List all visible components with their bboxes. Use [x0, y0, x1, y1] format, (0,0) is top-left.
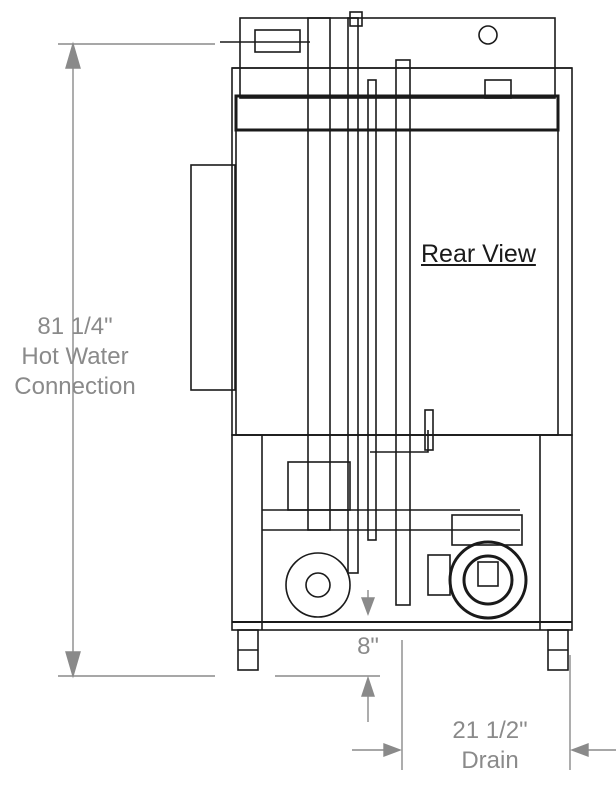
pump-motor-left	[285, 552, 351, 618]
drain-height-label: 8"	[357, 633, 379, 660]
lower-frame	[231, 434, 573, 631]
height-dimension-label: 81 1/4" Hot Water Connection	[0, 312, 150, 402]
side-control-box	[190, 164, 236, 391]
drain-pipe	[395, 59, 411, 606]
wash-pump	[448, 540, 528, 620]
top-rail	[234, 94, 560, 132]
drain-offset-label: 21 1/2" Drain	[420, 716, 560, 776]
height-dimension-line2: Connection	[14, 373, 136, 400]
drain-offset-text: Drain	[461, 747, 519, 774]
height-dimension-value: 81 1/4"	[37, 313, 113, 340]
booster-tank	[287, 461, 351, 511]
cabinet-body	[235, 129, 559, 436]
drain-offset-value: 21 1/2"	[452, 717, 528, 744]
view-title: Rear View	[421, 240, 536, 268]
height-dimension-line1: Hot Water	[21, 343, 129, 370]
top-frame	[239, 17, 556, 99]
